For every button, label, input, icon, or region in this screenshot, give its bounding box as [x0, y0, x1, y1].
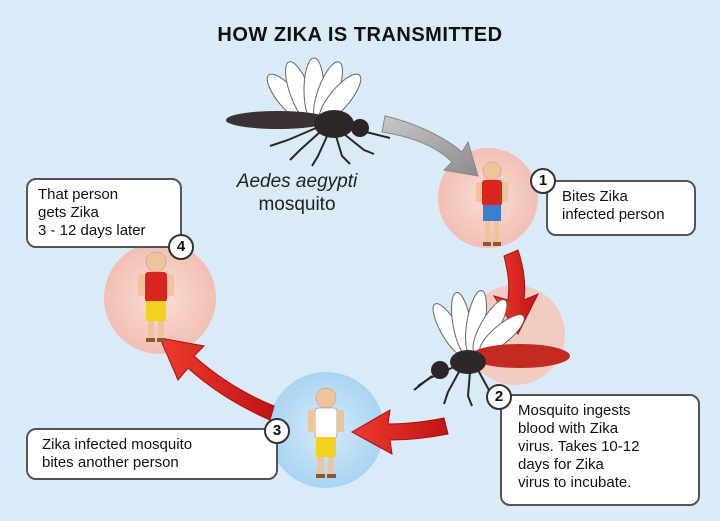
step-3-number-badge: 3: [264, 418, 290, 444]
step-4-line: That person: [38, 186, 170, 204]
mosquito-icon: [226, 58, 390, 166]
step-2-line: Mosquito ingests: [518, 402, 688, 420]
step-2-number-badge: 2: [486, 384, 512, 410]
step-2-box: Mosquito ingests blood with Zika virus. …: [500, 394, 700, 506]
step-1-line: infected person: [562, 206, 684, 224]
step-2-line: blood with Zika: [518, 420, 688, 438]
step-2-line: days for Zika: [518, 456, 688, 474]
step-1-box: Bites Zika infected person: [546, 180, 696, 236]
mosquito-word: mosquito: [258, 194, 335, 215]
step-4-box: That person gets Zika 3 - 12 days later: [26, 178, 182, 248]
step-1-line: Bites Zika: [562, 188, 684, 206]
step-4-line: gets Zika: [38, 204, 170, 222]
gray-arrow-icon: [382, 116, 478, 176]
diagram-title: HOW ZIKA IS TRANSMITTED: [0, 24, 720, 47]
step-2-line: virus to incubate.: [518, 474, 688, 492]
step-4-number-badge: 4: [168, 234, 194, 260]
step-3-box: Zika infected mosquito bites another per…: [26, 428, 278, 480]
step-4-line: 3 - 12 days later: [38, 222, 170, 240]
step-3-line: bites another person: [42, 454, 266, 472]
mosquito-species-name: Aedes aegypti: [222, 170, 372, 193]
step-1-number-badge: 1: [530, 168, 556, 194]
mosquito-species-label: Aedes aegypti mosquito: [222, 170, 372, 216]
step-2-line: virus. Takes 10-12: [518, 438, 688, 456]
step-3-line: Zika infected mosquito: [42, 436, 266, 454]
red-arrow-up-icon: [160, 338, 274, 420]
